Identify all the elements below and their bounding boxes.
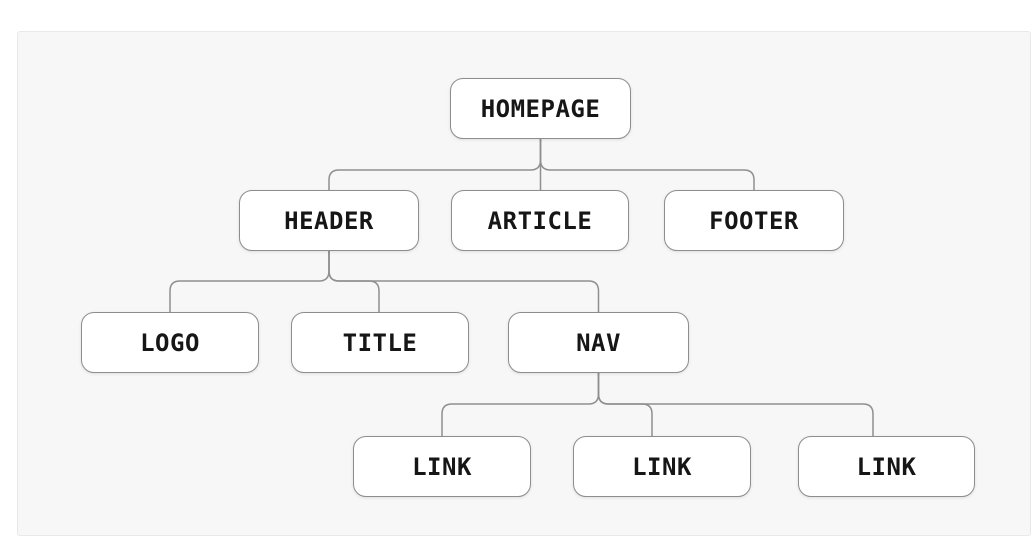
node-logo: LOGO <box>81 312 259 373</box>
node-label: LOGO <box>140 328 200 357</box>
node-title: TITLE <box>291 312 469 373</box>
node-label: LINK <box>632 452 692 481</box>
node-footer: FOOTER <box>664 190 844 251</box>
node-label: TITLE <box>342 328 418 357</box>
node-label: LINK <box>856 452 917 481</box>
node-label: LINK <box>412 452 472 481</box>
node-label: ARTICLE <box>487 206 593 235</box>
node-link-2: LINK <box>573 436 751 497</box>
node-label: HEADER <box>284 206 374 235</box>
node-link-1: LINK <box>353 436 531 497</box>
node-label: HOMEPAGE <box>480 94 601 123</box>
node-nav: NAV <box>508 312 689 373</box>
node-label: NAV <box>576 328 621 357</box>
node-link-3: LINK <box>798 436 975 497</box>
node-label: FOOTER <box>709 206 799 235</box>
node-article: ARTICLE <box>451 190 629 251</box>
node-header: HEADER <box>239 190 419 251</box>
node-homepage: HOMEPAGE <box>450 78 631 139</box>
